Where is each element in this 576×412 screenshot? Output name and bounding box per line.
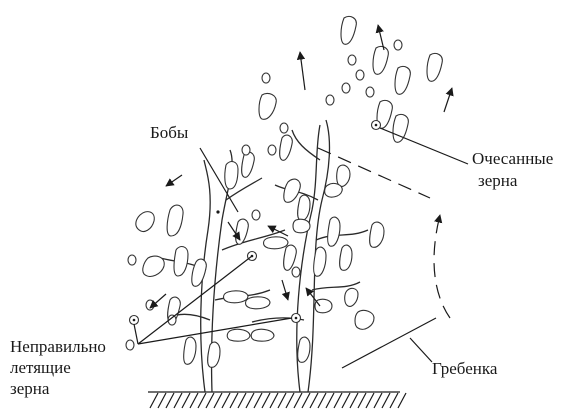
seed	[292, 267, 300, 277]
pod	[341, 16, 356, 44]
hatch-mark	[302, 393, 310, 408]
pod	[328, 217, 340, 246]
label-combed-line1: Очесанные	[472, 149, 553, 168]
hatch-mark	[390, 393, 398, 408]
seed	[268, 145, 276, 155]
label-combed-line2: зерна	[478, 171, 518, 190]
pod	[340, 245, 352, 270]
hatch-mark	[342, 393, 350, 408]
pod	[293, 219, 310, 233]
seed	[394, 40, 402, 50]
pod	[251, 329, 274, 341]
hatch-mark	[310, 393, 318, 408]
seed	[126, 340, 134, 350]
hatch-mark	[198, 393, 206, 408]
pod	[280, 135, 293, 160]
pod	[242, 152, 255, 177]
pod	[298, 195, 310, 220]
hatch-mark	[326, 393, 334, 408]
hatch-mark	[174, 393, 182, 408]
label-beans: Бобы	[150, 123, 189, 142]
pod	[227, 329, 250, 341]
ground-hatch	[148, 392, 406, 408]
arrow	[300, 52, 305, 90]
hatch-mark	[182, 393, 190, 408]
hatch-mark	[350, 393, 358, 408]
hatch-mark	[238, 393, 246, 408]
hatch-mark	[166, 393, 174, 408]
pod	[427, 53, 442, 81]
arrow	[444, 88, 452, 112]
pod	[174, 247, 188, 276]
pod	[143, 256, 164, 276]
pod	[192, 259, 206, 286]
hatch-mark	[254, 393, 262, 408]
seed	[348, 55, 356, 65]
hatch-mark	[214, 393, 222, 408]
arrow	[282, 280, 288, 300]
pod	[246, 297, 271, 309]
seed	[280, 123, 288, 133]
pod	[370, 222, 384, 247]
seed	[342, 83, 350, 93]
hatch-mark	[366, 393, 374, 408]
label-misflying-line1: Неправильно	[10, 337, 106, 356]
hatch-mark	[318, 393, 326, 408]
hatch-mark	[206, 393, 214, 408]
hatch-mark	[190, 393, 198, 408]
label-misflying-line3: зерна	[10, 379, 50, 398]
hatch-mark	[334, 393, 342, 408]
pod	[315, 299, 332, 313]
pod	[184, 337, 196, 364]
seed	[356, 70, 364, 80]
pod	[314, 247, 326, 276]
pod	[298, 337, 310, 362]
pod	[236, 219, 249, 244]
seed	[326, 95, 334, 105]
pod	[224, 291, 249, 303]
pod	[167, 205, 183, 236]
pod	[136, 212, 154, 232]
arrow	[166, 175, 182, 186]
pod	[284, 179, 300, 202]
hatch-mark	[222, 393, 230, 408]
hatch-mark	[270, 393, 278, 408]
hatch-mark	[278, 393, 286, 408]
comb-dashed-arc	[434, 215, 450, 318]
hatch-mark	[150, 393, 158, 408]
seed	[262, 73, 270, 83]
leader-comb-tail	[410, 338, 432, 362]
pod	[208, 342, 220, 367]
pod	[259, 93, 276, 119]
pod	[345, 288, 358, 306]
hatch-mark	[286, 393, 294, 408]
seed	[128, 255, 136, 265]
pod	[373, 46, 388, 74]
pod	[395, 66, 410, 94]
leader-misflying-c	[134, 324, 138, 344]
label-misflying-line2: летящие	[10, 358, 71, 377]
label-comb: Гребенка	[432, 359, 498, 378]
hatch-mark	[358, 393, 366, 408]
seed	[366, 87, 374, 97]
hatch-mark	[158, 393, 166, 408]
pod	[337, 165, 350, 186]
seed	[242, 145, 250, 155]
hatch-mark	[230, 393, 238, 408]
hatch-mark	[294, 393, 302, 408]
leader-combed	[380, 128, 468, 164]
hatch-mark	[374, 393, 382, 408]
hatch-mark	[398, 393, 406, 408]
pod	[325, 183, 343, 197]
seed	[252, 210, 260, 220]
pod	[225, 162, 238, 189]
hatch-mark	[262, 393, 270, 408]
hatch-mark	[246, 393, 254, 408]
hatch-mark	[382, 393, 390, 408]
pod	[264, 237, 289, 249]
pod	[355, 310, 374, 329]
pod	[284, 245, 297, 270]
arrow	[306, 288, 320, 306]
